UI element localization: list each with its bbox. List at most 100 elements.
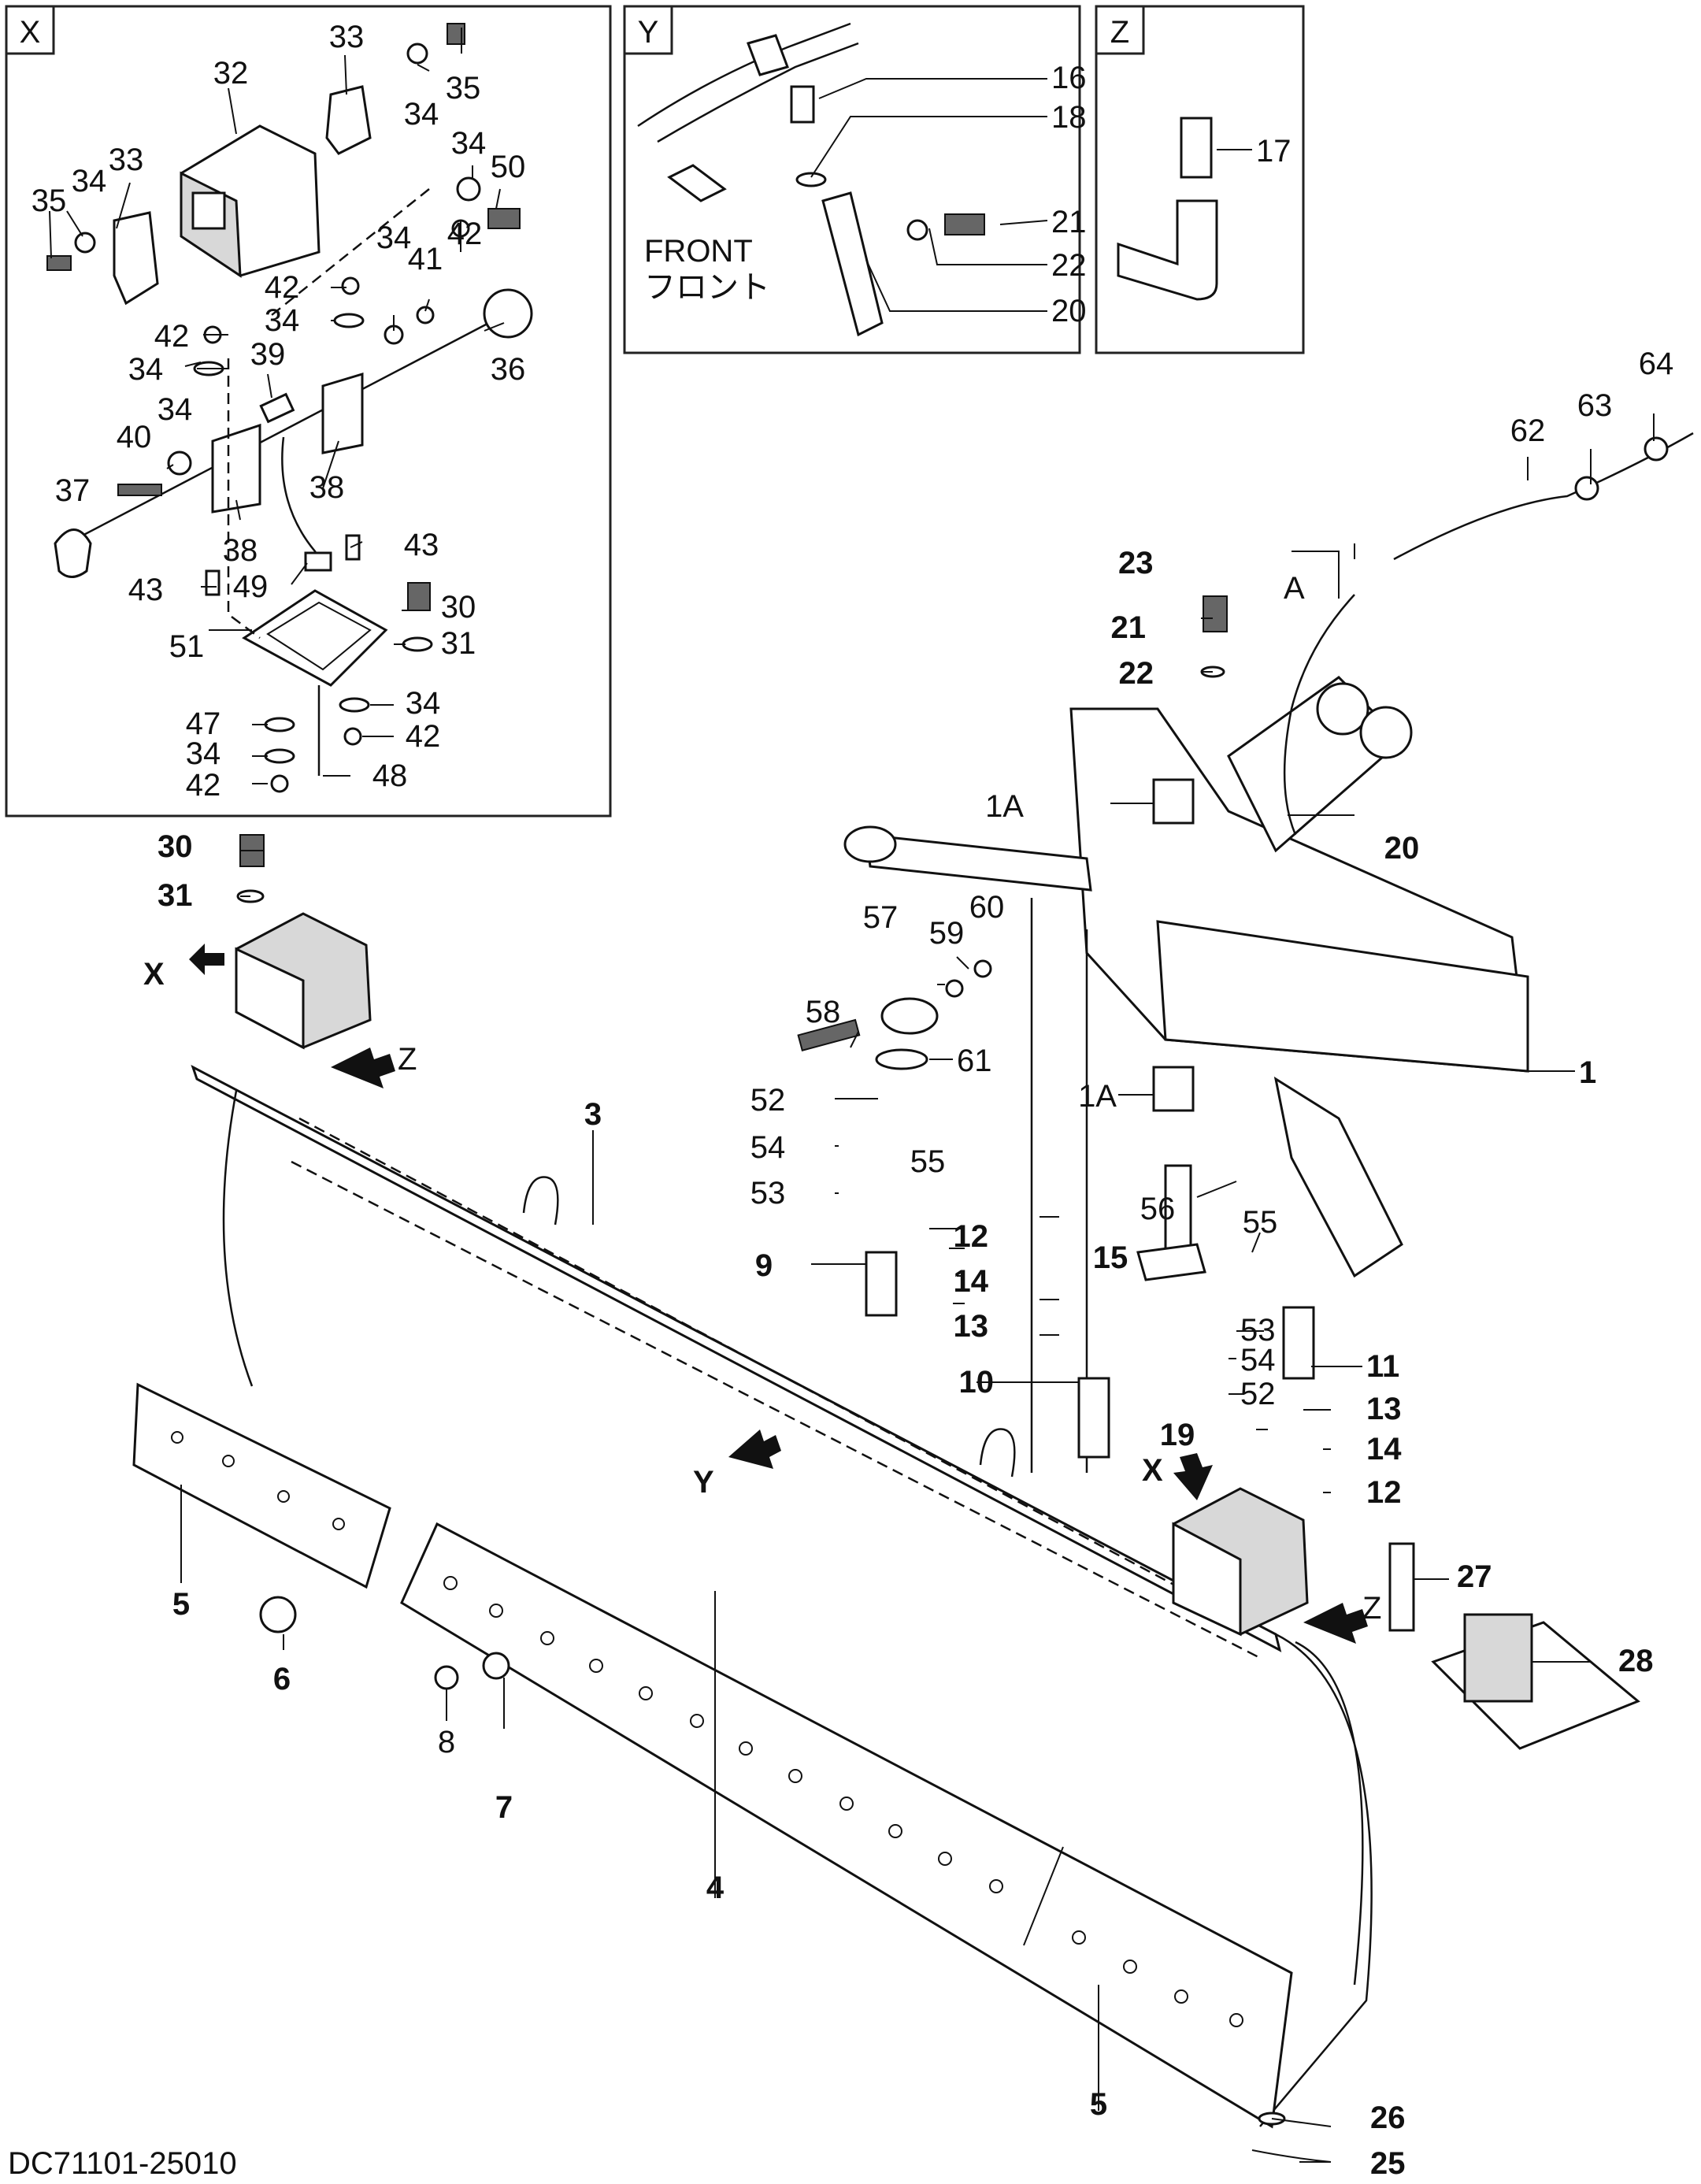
label-20-b: 20 [1384,831,1420,866]
washer-34-d [167,451,192,476]
label-57: 57 [863,900,899,935]
pin-1a-top [1152,778,1195,825]
washer-34-h [339,697,370,713]
label-31-b: 31 [158,878,193,913]
nut-42-d [343,727,362,746]
label-38-a: 38 [223,533,258,568]
cutting-edge-split [1023,1846,1064,1946]
label-9: 9 [755,1248,773,1283]
shim-61 [875,1048,928,1070]
label-34-b: 34 [404,97,439,132]
frame-rod [865,833,1092,892]
label-21-b: 21 [1111,610,1147,645]
label-32: 32 [213,56,249,91]
washer-34-i [264,748,295,764]
label-33-b: 33 [329,20,365,54]
inset-y-tag: Y [638,15,659,50]
nut-42-e [270,774,289,793]
front-label-jp: フロント [644,270,770,305]
fitting-16 [790,85,815,124]
inset-y: Y [623,5,1081,354]
bracket-38-right [321,372,364,454]
arrow-z-right [1303,1603,1368,1644]
washer-59 [945,979,964,998]
label-62: 62 [1510,413,1546,448]
lamp-box-right-front [1172,1522,1242,1637]
edge-holes [171,1431,1243,2027]
inset-y-tag-box [623,5,673,55]
label-42-c: 42 [154,319,190,354]
clamp-64 [1644,436,1669,462]
stand-56-foot [1136,1243,1206,1281]
arrow-z-left [331,1048,395,1088]
label-34-d: 34 [158,392,193,427]
z-elbow-pipe [1117,199,1218,301]
inset-z-drawing [1117,117,1252,301]
clamp-63 [1574,476,1599,501]
inset-x-tag-box [5,5,55,55]
cable [281,436,321,560]
arrow-y-main [728,1429,781,1469]
bolt-21-main [1203,595,1228,632]
label-5-left: 5 [172,1587,190,1622]
clamp [747,34,789,76]
ring-57 [880,997,939,1035]
label-34-f: 34 [265,303,300,338]
inset-x: X [5,5,612,818]
nut-60 [973,959,992,978]
label-61: 61 [957,1044,992,1078]
label-52-a: 52 [750,1083,786,1118]
bolt-35-b [447,23,465,45]
stud-43-a [205,569,220,596]
label-37: 37 [55,473,91,508]
label-14-a: 14 [954,1264,989,1299]
frame-assembly [797,432,1694,2163]
label-18: 18 [1051,100,1087,135]
label-11: 11 [1366,1349,1399,1384]
label-60: 60 [969,890,1005,925]
label-1a-top: 1A [985,789,1024,824]
label-8: 8 [438,1725,455,1759]
nut-42-b [341,276,360,295]
label-27: 27 [1457,1559,1492,1594]
label-19: 19 [1160,1418,1195,1452]
label-59: 59 [929,916,965,951]
inset-x-tag: X [20,15,41,50]
label-35-a: 35 [32,184,67,218]
label-38-b: 38 [309,470,345,505]
arrow-label-y: Y [693,1465,714,1500]
label-50: 50 [491,150,526,184]
pin-27 [1388,1542,1415,1632]
label-30-b: 30 [158,829,193,864]
label-55-b: 55 [1243,1205,1278,1240]
label-34-a: 34 [72,164,107,198]
label-17: 17 [1256,134,1292,169]
label-7: 7 [495,1790,513,1825]
label-34-e: 34 [376,221,412,255]
bolt-40 [117,484,162,496]
arrow-label-z-left: Z [398,1042,417,1077]
label-30-a: 30 [441,590,476,625]
bracket-33-left [113,211,159,306]
label-21-a: 21 [1051,205,1087,239]
washer-41 [416,306,435,324]
label-35-b: 35 [446,71,481,106]
label-39: 39 [250,337,286,372]
frame-pivot-top-a [1316,682,1369,736]
label-54-a: 54 [750,1130,786,1165]
label-23: 23 [1118,546,1154,580]
label-33-a: 33 [109,143,144,177]
arrow-label-x-left: X [143,957,165,992]
label-31-a: 31 [441,626,476,661]
label-12-a: 12 [954,1219,989,1254]
inset-z: Z [1095,5,1305,354]
end-bit-5-left [132,1382,391,1589]
label-6: 6 [273,1662,291,1696]
label-13-a: 13 [954,1309,989,1344]
label-42-e: 42 [186,768,221,803]
spacer-39 [259,392,295,424]
front-label-en: FRONT [644,234,753,269]
label-16: 16 [1051,61,1087,95]
bolt-35-a [46,255,72,271]
pin-1a-bottom [1152,1066,1195,1112]
